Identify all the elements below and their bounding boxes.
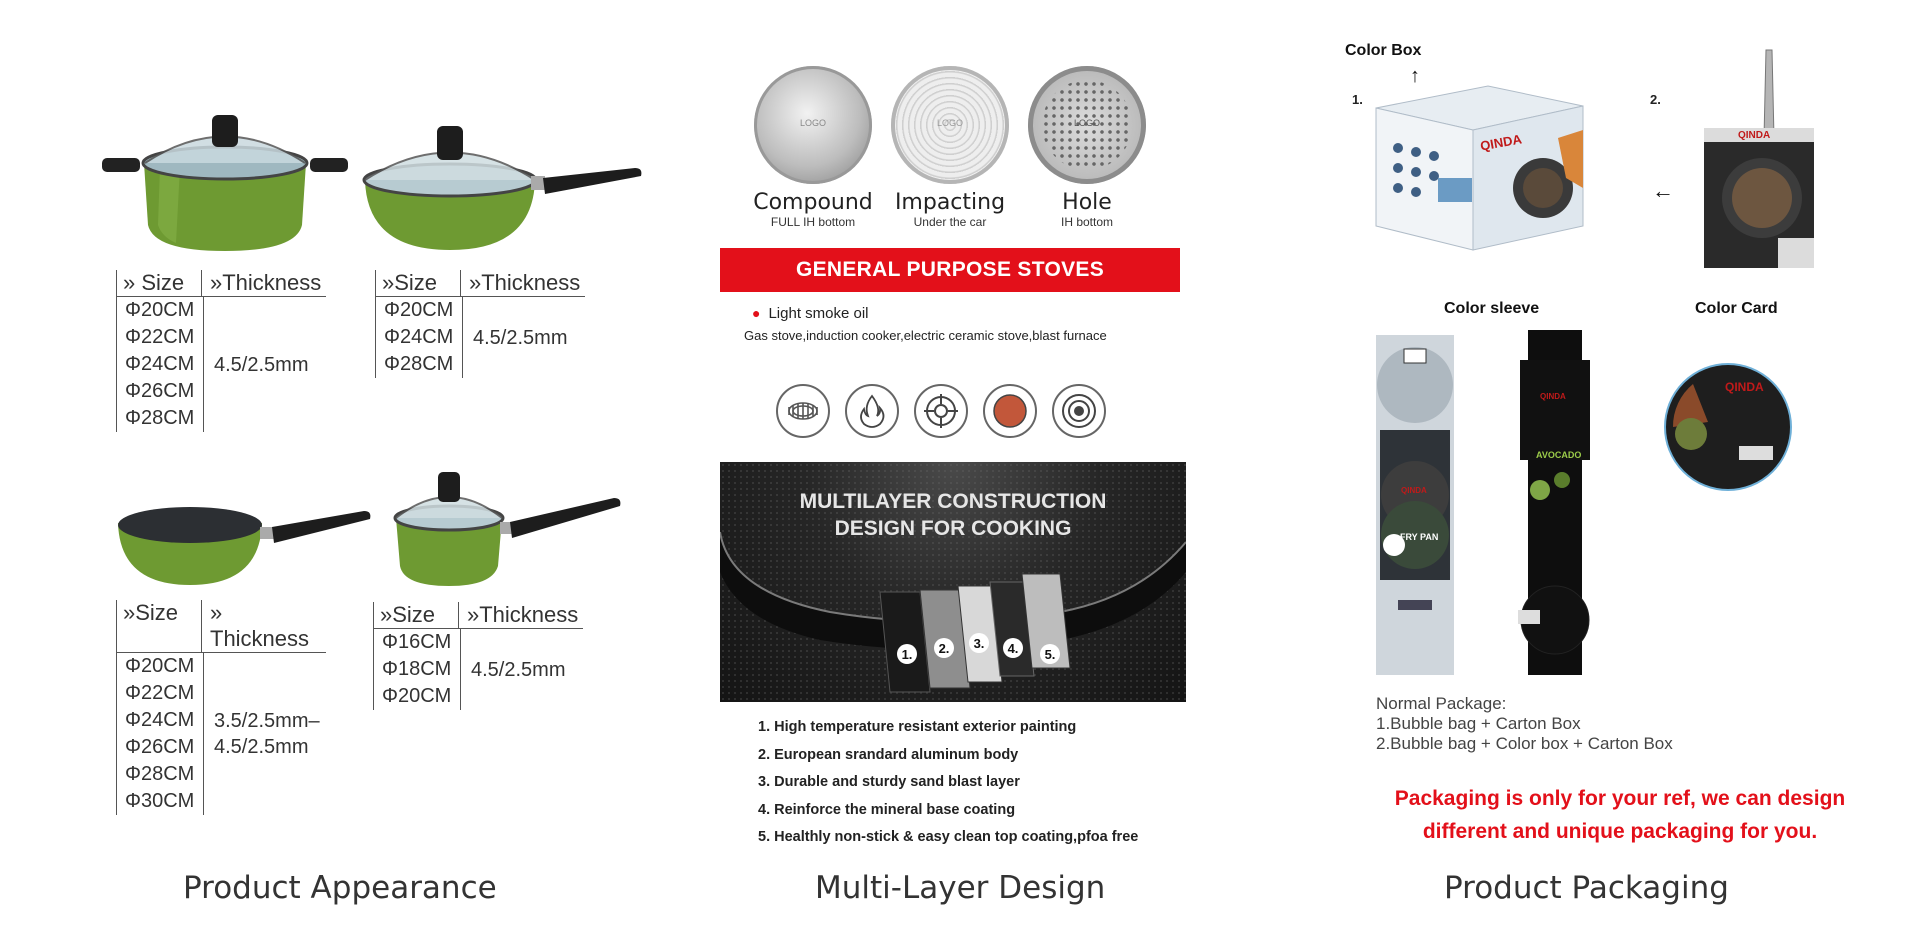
layer-step: 1. High temperature resistant exterior p… [758, 719, 1077, 735]
size-value: Φ28CM [384, 353, 454, 375]
impacting-bottom-disc: LOGO [891, 66, 1009, 184]
layer-number-4: 4. [1008, 641, 1019, 656]
logo-mark: LOGO [799, 118, 826, 128]
pan-box-brand-logo: QINDA [1738, 130, 1771, 141]
thickness-value: 4.5/2.5mm [214, 736, 309, 758]
size-value: Φ20CM [125, 655, 195, 677]
size-header: » Size [116, 270, 201, 296]
size-value: Φ24CM [384, 326, 454, 348]
size-value: Φ30CM [125, 790, 195, 812]
size-header: »Size [375, 270, 460, 296]
layer-step: 4. Reinforce the mineral base coating [758, 801, 1016, 818]
color-box-label: Color Box [1345, 42, 1422, 59]
multilayer-construction-image: MULTILAYER CONSTRUCTION DESIGN FOR COOKI… [720, 462, 1186, 702]
size-value: Φ26CM [125, 736, 195, 758]
sauce-pan-image [393, 472, 621, 586]
left-arrow-icon: ← [1652, 178, 1674, 203]
light-smoke-oil-bullet: ●Light smoke oil [752, 305, 869, 322]
thickness-value: 3.5/2.5mm– [214, 710, 320, 732]
hole-label: Hole IH bottom [1060, 190, 1114, 229]
gas-burner-icon [914, 384, 968, 438]
thickness-value: 4.5/2.5mm [214, 353, 309, 376]
layer-step: 3. Durable and sturdy sand blast layer [758, 774, 1020, 790]
multi-layer-panel: LOGO LOGO LOGO Compound FULL IH bottom I… [690, 0, 1230, 947]
thickness-value: 4.5/2.5mm [473, 326, 568, 349]
size-value: Φ24CM [125, 709, 195, 731]
fry-pan-image [118, 507, 371, 585]
color-sleeve-label: Color sleeve [1444, 300, 1540, 317]
logo-mark: LOGO [936, 118, 963, 128]
sleeve-brand-logo: QINDA [1401, 486, 1427, 495]
induction-icon [1052, 384, 1106, 438]
multi-layer-caption: Multi-Layer Design [815, 870, 1106, 906]
pan-color-box-image [1704, 49, 1814, 268]
spec-table-casserole: » Size»Thickness Φ20CM Φ22CM Φ24CM Φ26CM… [116, 270, 326, 432]
compound-bottom-disc: LOGO [754, 66, 872, 184]
color-box-image [1375, 85, 1584, 251]
layer-description-list: 1. High temperature resistant exterior p… [758, 714, 1138, 852]
spec-table-wok: »Size»Thickness Φ20CM Φ24CM Φ28CM 4.5/2.… [375, 270, 585, 378]
layer-step: 5. Healthly non-stick & easy clean top c… [758, 829, 1139, 845]
color-sleeve-black-image [1518, 330, 1590, 675]
color-card-label: Color Card [1695, 300, 1778, 317]
stove-types-text: Gas stove,induction cooker,electric cera… [744, 328, 1107, 343]
layer-number-5: 5. [1045, 647, 1056, 662]
electric-coil-icon [776, 384, 830, 438]
fry-pan-sleeve-text: FRY PAN [1400, 532, 1439, 542]
normal-package-text: Normal Package: 1.Bubble bag + Carton Bo… [1376, 694, 1673, 754]
layer-number-2: 2. [939, 641, 950, 656]
thickness-header: » Thickness [201, 600, 322, 652]
thickness-header: »Thickness [458, 602, 579, 628]
size-header: »Size [373, 602, 458, 628]
color-card-image [1664, 363, 1792, 491]
normal-package-title: Normal Package: [1376, 694, 1507, 713]
color-sleeve-grey-image [1376, 335, 1454, 675]
normal-package-line: 1.Bubble bag + Carton Box [1376, 714, 1581, 733]
spec-table-sauce-pan: »Size»Thickness Φ16CM Φ18CM Φ20CM 4.5/2.… [373, 602, 583, 710]
thickness-header: »Thickness [201, 270, 322, 296]
compound-label: Compound FULL IH bottom [753, 190, 873, 229]
size-value: Φ18CM [382, 658, 452, 680]
gas-flame-icon [845, 384, 899, 438]
up-arrow-icon: ↑ [1410, 65, 1420, 87]
box-number-1: 1. [1352, 92, 1363, 107]
product-packaging-caption: Product Packaging [1444, 870, 1729, 906]
layer-number-1: 1. [902, 647, 913, 662]
size-value: Φ20CM [382, 685, 452, 707]
sleeve2-brand-logo: QINDA [1540, 392, 1566, 401]
layer-number-3: 3. [974, 636, 985, 651]
logo-mark: LOGO [1073, 118, 1100, 128]
size-value: Φ26CM [125, 380, 195, 402]
size-value: Φ16CM [382, 631, 452, 653]
normal-package-line: 2.Bubble bag + Color box + Carton Box [1376, 734, 1673, 753]
casserole-pot-image [102, 115, 348, 251]
thickness-value: 4.5/2.5mm [471, 658, 566, 681]
packaging-note: Packaging is only for your ref, we can d… [1394, 787, 1846, 843]
thickness-header: »Thickness [460, 270, 581, 296]
box-number-2: 2. [1650, 92, 1661, 107]
size-value: Φ20CM [384, 299, 454, 321]
spec-table-fry-pan: »Size» Thickness Φ20CM Φ22CM Φ24CM Φ26CM… [116, 600, 326, 815]
general-purpose-stoves-banner: GENERAL PURPOSE STOVES [720, 248, 1180, 292]
construction-title: MULTILAYER CONSTRUCTION DESIGN FOR COOKI… [799, 490, 1107, 540]
layer-step: 2. European srandard aluminum body [758, 746, 1019, 763]
card-brand-logo: QINDA [1725, 380, 1764, 394]
ceramic-plate-icon [983, 384, 1037, 438]
impacting-label: Impacting Under the car [894, 190, 1006, 229]
hole-bottom-disc: LOGO [1028, 66, 1146, 184]
size-value: Φ22CM [125, 326, 195, 348]
size-value: Φ22CM [125, 682, 195, 704]
wok-pan-image [362, 126, 642, 250]
size-value: Φ28CM [125, 763, 195, 785]
product-appearance-caption: Product Appearance [183, 870, 497, 906]
size-value: Φ20CM [125, 299, 195, 321]
product-packaging-panel: Color Box ↑ 1. 2. QINDA ← QINDA Color sl… [1320, 0, 1920, 947]
avocado-sleeve-text: AVOCADO [1536, 450, 1582, 460]
size-value: Φ28CM [125, 407, 195, 429]
size-value: Φ24CM [125, 353, 195, 375]
product-appearance-panel: » Size»Thickness Φ20CM Φ22CM Φ24CM Φ26CM… [0, 0, 660, 947]
size-header: »Size [116, 600, 201, 652]
